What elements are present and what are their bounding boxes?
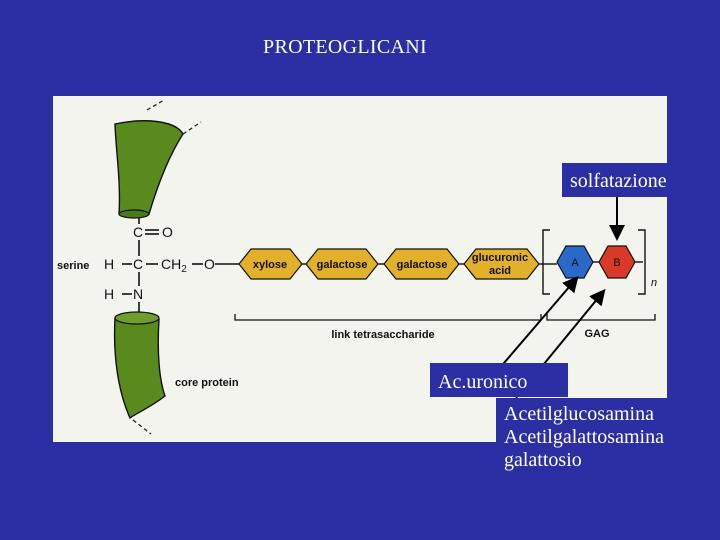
core-protein-label: core protein [175,377,239,389]
serine-label: serine [57,260,89,272]
link-tetrasaccharide-label: link tetrasaccharide [331,329,434,341]
sugar-chain: xylose galactose galactose glucuronic ac… [238,229,657,295]
atom-ch2-subscript: 2 [181,264,187,275]
atom-c-mid: C [133,256,143,272]
xylose-label: xylose [253,259,287,271]
dashed-line [132,419,152,435]
repeat-bracket-right [638,229,646,295]
galactose-label-2: galactose [397,259,448,271]
atom-c-top: C [133,224,143,240]
proteoglycan-figure: C O H C CH2 O H N serine core protein xy… [53,96,667,442]
core-protein-lower-end [114,311,160,325]
link-tetrasaccharide-bracket [234,314,542,321]
core-protein-upper [114,120,184,215]
dashed-line [182,121,202,135]
glucuronic-label-line2: acid [489,265,511,277]
gag-bracket [546,314,656,321]
unit-a-label: A [571,257,579,269]
callout-list-item: Acetilglucosamina [504,403,654,425]
core-protein-upper-end [118,209,150,219]
atom-n-bot: N [133,286,143,302]
atom-ch2: CH2 [161,256,187,275]
atom-h-mid: H [104,256,114,272]
atoms: C O H C CH2 O H N [104,224,215,302]
dashed-line [146,99,165,111]
gag-label: GAG [584,328,609,340]
callout-ac-uronico: Ac.uronico [430,363,568,397]
proteoglycan-diagram: C O H C CH2 O H N serine core protein xy… [57,99,657,435]
repeat-n-label: n [651,277,657,289]
core-protein-lower [113,315,166,420]
callout-sugar-list: Acetilglucosamina Acetilgalattosamina ga… [496,398,720,498]
repeat-bracket-left [542,229,550,295]
bonds [122,218,239,312]
callout-solfatazione: solfatazione [562,163,684,197]
unit-b-label: B [613,257,620,269]
slide-title: PROTEOGLICANI [263,36,427,58]
callout-list-item: Acetilgalattosamina [504,426,664,448]
atom-o-top: O [162,224,173,240]
callout-list-item: galattosio [504,449,582,471]
atom-ch2-base: CH [161,256,181,272]
atom-o-link: O [204,256,215,272]
atom-h-bot: H [104,286,114,302]
glucuronic-label-line1: glucuronic [472,252,528,264]
galactose-label-1: galactose [317,259,368,271]
